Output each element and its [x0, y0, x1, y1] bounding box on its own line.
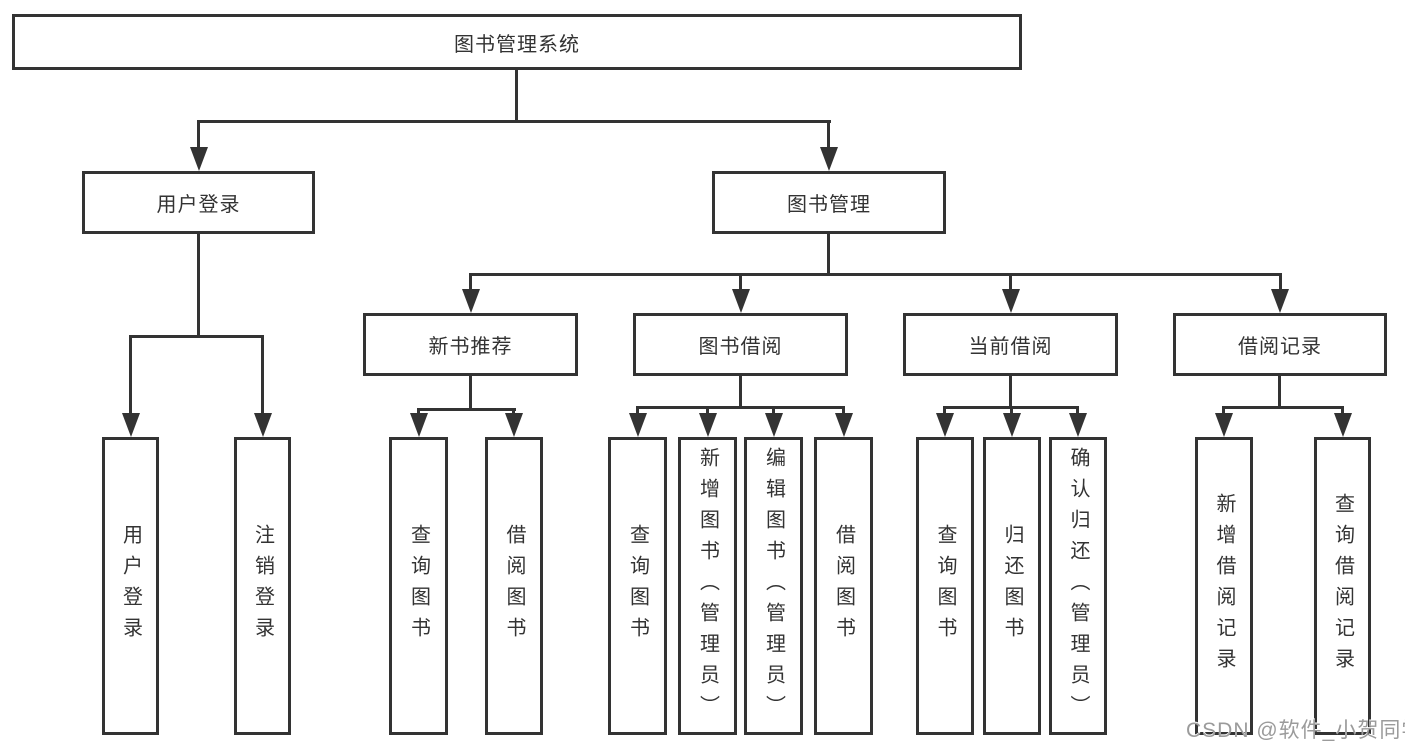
connector-arrow — [122, 413, 140, 437]
node-confirm-return-admin: 确认归还（管理员） — [1049, 437, 1107, 735]
connector-arrow — [410, 413, 428, 437]
node-borrow-books: 借阅图书 — [485, 437, 543, 735]
connector-line — [261, 335, 264, 415]
node-book-management: 图书管理 — [712, 171, 946, 234]
node-book-borrowing: 图书借阅 — [633, 313, 848, 376]
connector-line — [842, 406, 845, 415]
node-label: 图书借阅 — [698, 336, 783, 358]
node-label: 用户登录 — [156, 194, 241, 216]
connector-arrow — [699, 413, 717, 437]
connector-arrow — [190, 147, 208, 171]
node-label: 借阅图书 — [503, 524, 525, 648]
node-label: 新增借阅记录 — [1213, 493, 1235, 679]
node-current-borrowing: 当前借阅 — [903, 313, 1118, 376]
node-label: 新增图书（管理员） — [696, 446, 719, 726]
node-return-books: 归还图书 — [983, 437, 1041, 735]
connector-arrow — [765, 413, 783, 437]
node-edit-books-admin: 编辑图书（管理员） — [744, 437, 803, 735]
connector-arrow — [820, 147, 838, 171]
connector-arrow — [936, 413, 954, 437]
node-label: 确认归还（管理员） — [1067, 446, 1089, 726]
node-borrowing-records: 借阅记录 — [1173, 313, 1387, 376]
connector-arrow — [1271, 289, 1289, 313]
connector-line — [706, 406, 709, 415]
connector-line — [1076, 406, 1079, 415]
node-label: 借阅图书 — [832, 524, 855, 648]
connector-line — [469, 273, 1282, 276]
node-query-borrow-record: 查询借阅记录 — [1314, 437, 1371, 735]
node-user-login: 用户登录 — [102, 437, 159, 735]
node-label: 借阅记录 — [1238, 336, 1322, 358]
node-label: 查询图书 — [407, 524, 430, 648]
connector-line — [1010, 406, 1013, 415]
connector-line — [636, 406, 639, 415]
connector-line — [1341, 406, 1344, 415]
connector-line — [1009, 376, 1012, 409]
connector-arrow — [1069, 413, 1087, 437]
connector-line — [943, 406, 946, 415]
connector-line — [739, 273, 742, 291]
connector-line — [129, 335, 264, 338]
connector-arrow — [732, 289, 750, 313]
connector-line — [515, 70, 518, 123]
node-label: 图书管理 — [787, 194, 871, 216]
connector-arrow — [254, 413, 272, 437]
node-query-books: 查询图书 — [608, 437, 667, 735]
connector-line — [417, 408, 420, 416]
node-label: 归还图书 — [1001, 524, 1023, 648]
node-label: 注销登录 — [251, 524, 274, 648]
node-user-login-branch: 用户登录 — [82, 171, 315, 234]
node-add-books-admin: 新增图书（管理员） — [678, 437, 737, 735]
connector-arrow — [629, 413, 647, 437]
connector-arrow — [462, 289, 480, 313]
node-borrow-books: 借阅图书 — [814, 437, 873, 735]
connector-line — [1278, 376, 1281, 409]
connector-line — [197, 120, 831, 123]
connector-line — [772, 406, 775, 415]
connector-line — [129, 335, 132, 415]
node-label: 图书管理系统 — [454, 33, 580, 56]
node-label: 编辑图书（管理员） — [762, 446, 785, 726]
connector-line — [1009, 273, 1012, 291]
connector-line — [417, 408, 516, 411]
connector-line — [827, 234, 830, 276]
node-label: 查询图书 — [626, 524, 649, 648]
connector-line — [197, 234, 200, 338]
connector-line — [827, 120, 830, 149]
node-label: 新书推荐 — [428, 336, 513, 358]
node-query-books: 查询图书 — [916, 437, 974, 735]
connector-line — [1222, 406, 1225, 415]
connector-line — [469, 273, 472, 291]
connector-arrow — [1003, 413, 1021, 437]
connector-line — [197, 120, 200, 149]
connector-line — [1222, 406, 1344, 409]
connector-line — [636, 406, 845, 409]
node-label: 当前借阅 — [968, 336, 1053, 358]
connector-arrow — [1002, 289, 1020, 313]
csdn-watermark: CSDN @软件_小贺同学 — [1186, 719, 1405, 742]
connector-line — [739, 376, 742, 409]
node-library-management-system: 图书管理系统 — [12, 14, 1022, 70]
connector-arrow — [505, 413, 523, 437]
connector-line — [1279, 273, 1282, 291]
node-query-books: 查询图书 — [389, 437, 448, 735]
connector-line — [469, 376, 472, 411]
connector-arrow — [1215, 413, 1233, 437]
node-new-book-recommend: 新书推荐 — [363, 313, 578, 376]
node-add-borrow-record: 新增借阅记录 — [1195, 437, 1253, 735]
node-label: 用户登录 — [119, 524, 142, 648]
connector-line — [512, 408, 515, 416]
node-label: 查询图书 — [934, 524, 956, 648]
node-logout: 注销登录 — [234, 437, 291, 735]
connector-arrow — [1334, 413, 1352, 437]
connector-arrow — [835, 413, 853, 437]
node-label: 查询借阅记录 — [1331, 493, 1354, 679]
